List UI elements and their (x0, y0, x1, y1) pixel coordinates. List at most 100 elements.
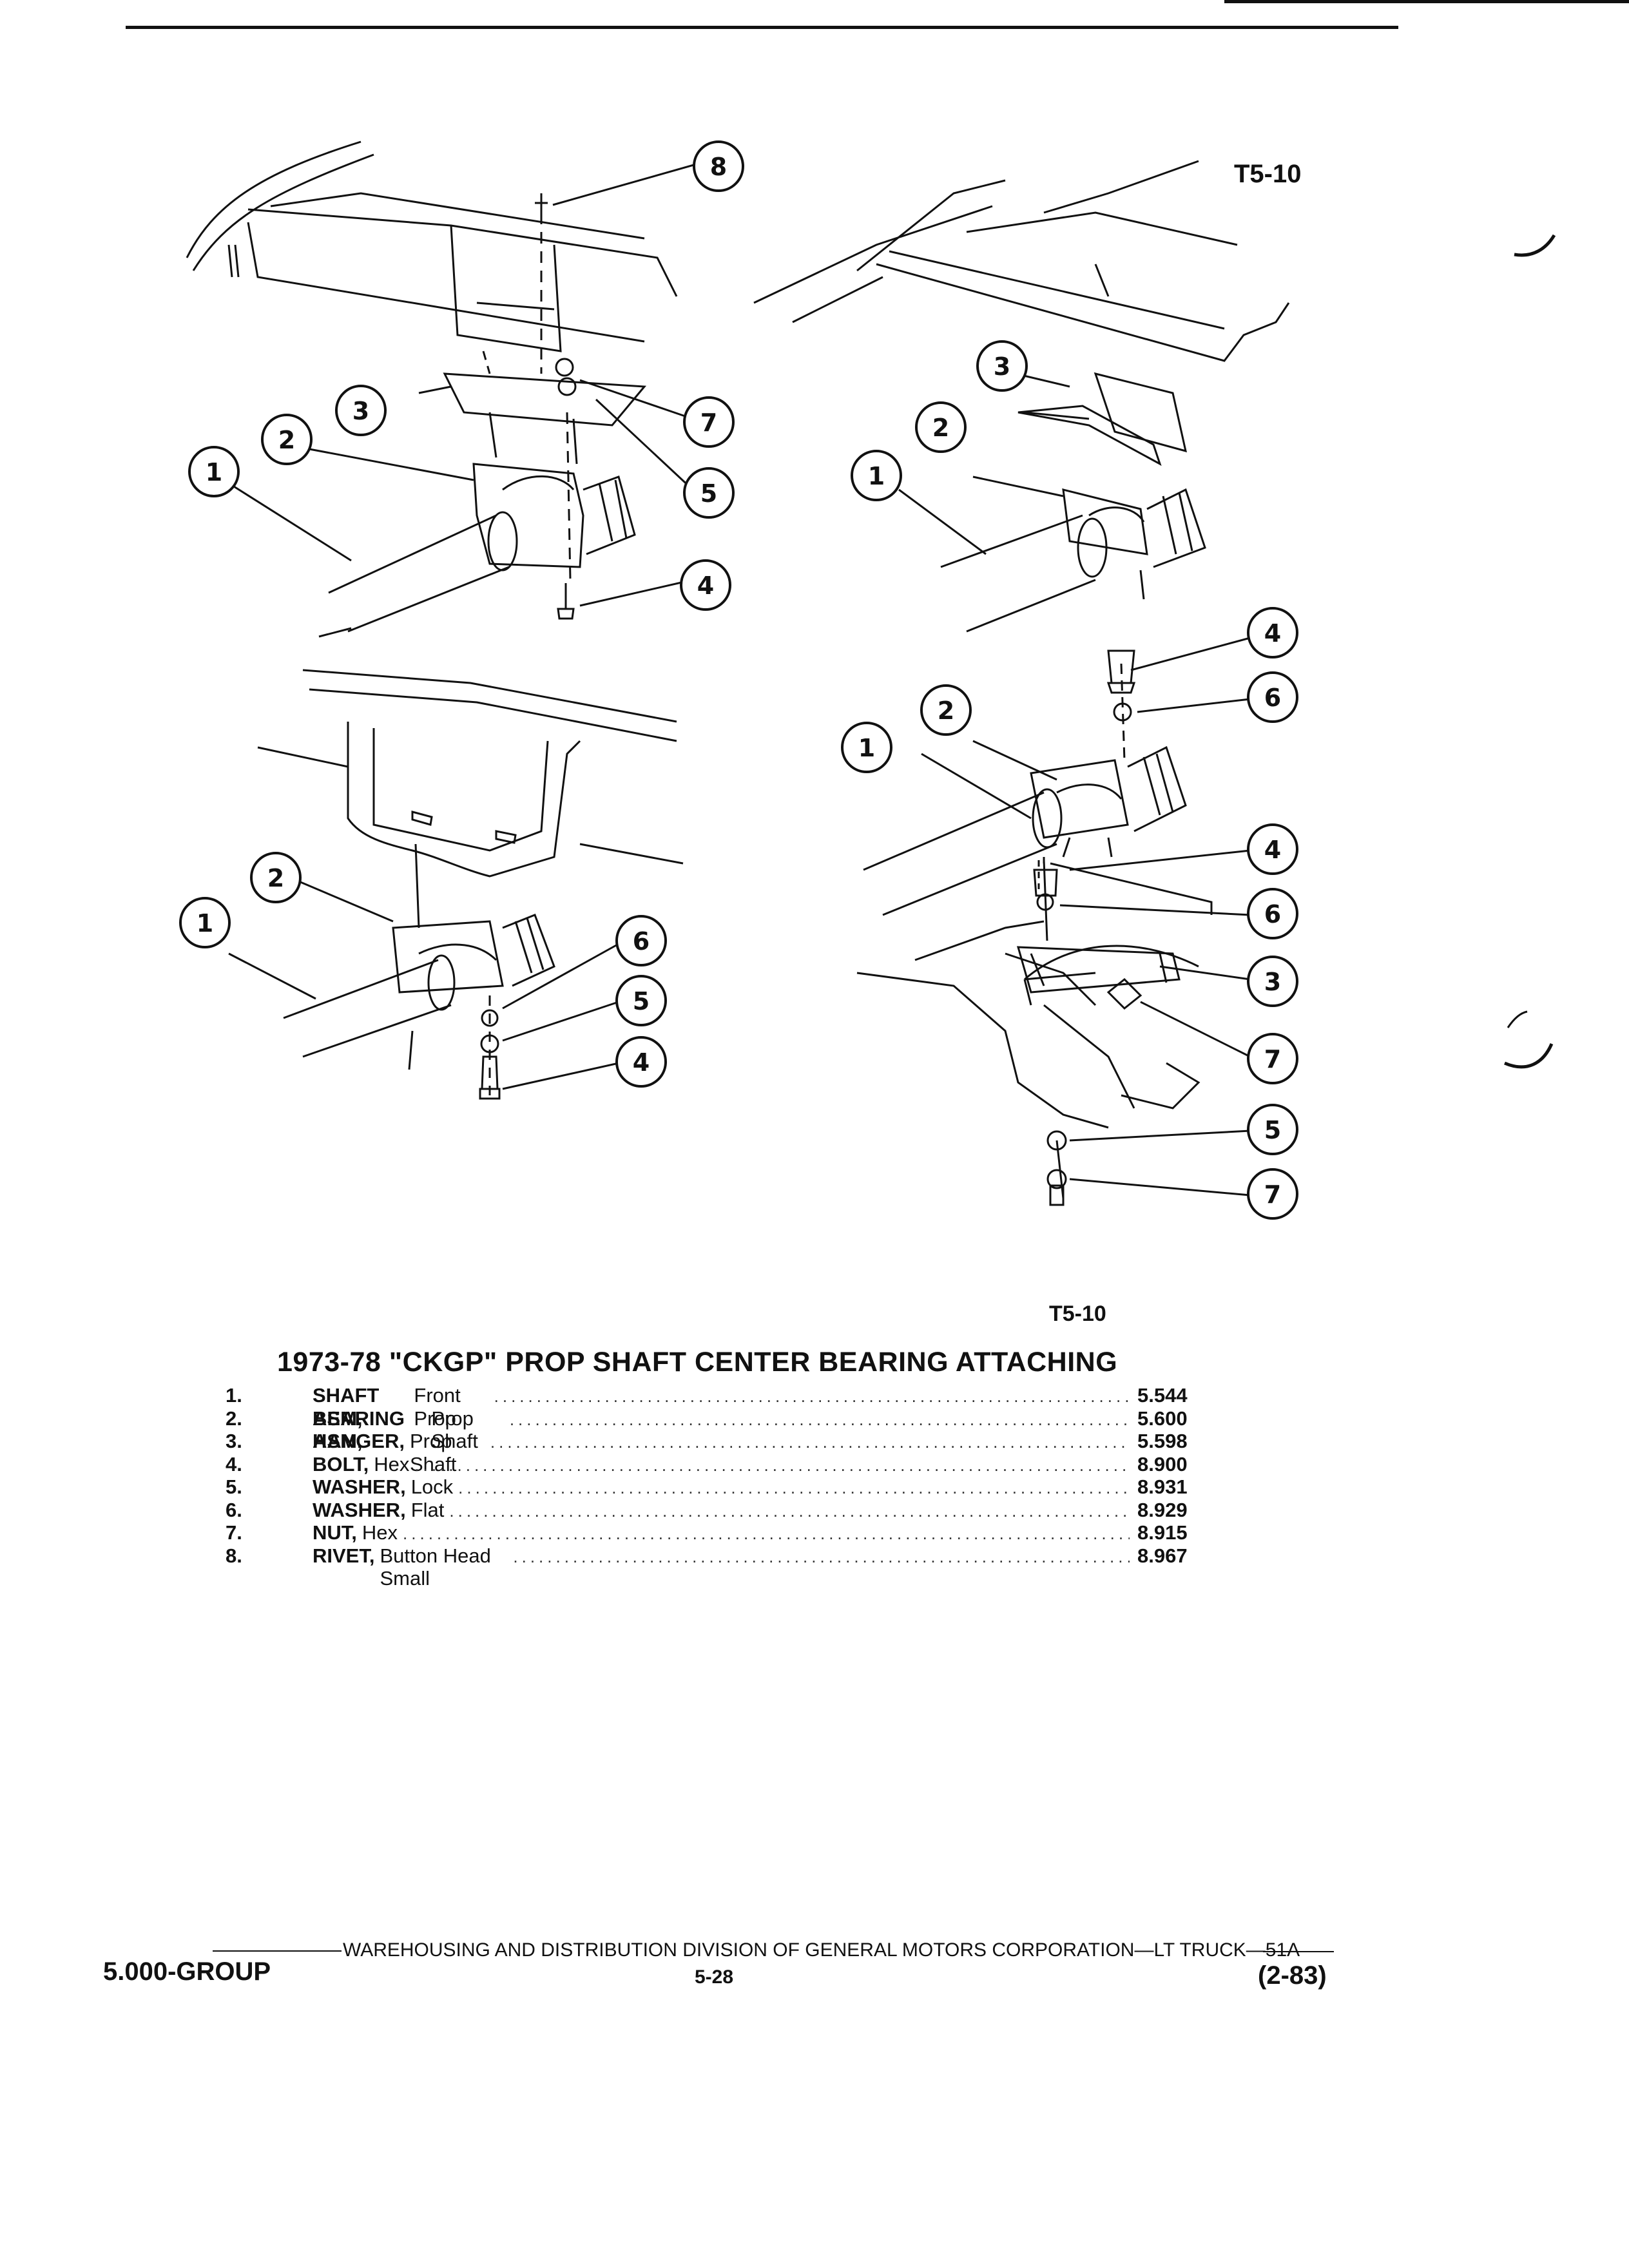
part-number: 7. (226, 1521, 242, 1544)
callout-5: 5 (1247, 1104, 1298, 1155)
callout-4: 4 (1247, 823, 1298, 875)
part-group-code: 5.598 (1137, 1430, 1188, 1452)
footer-division: WAREHOUSING AND DISTRIBUTION DIVISION OF… (213, 1939, 1300, 1961)
footer-group: 5.000-GROUP (103, 1957, 271, 1986)
callout-6-label: 6 (633, 927, 650, 956)
callout-1-label: 1 (868, 462, 885, 490)
part-description: Front Prop (414, 1384, 461, 1430)
part-number: 6. (226, 1498, 242, 1521)
callout-6-label: 6 (1264, 900, 1281, 928)
callout-8-label: 8 (710, 153, 727, 181)
callout-3: 3 (976, 340, 1028, 392)
callout-2: 2 (915, 401, 967, 453)
callout-4: 4 (615, 1036, 667, 1088)
view-top-right (753, 160, 1290, 633)
callout-1: 1 (851, 450, 902, 501)
part-number: 8. (226, 1544, 242, 1567)
part-description: Hex (361, 1521, 398, 1544)
callout-1-label: 1 (858, 734, 875, 762)
part-group-code: 8.967 (1137, 1544, 1188, 1567)
footer-revision: (2-83) (1258, 1961, 1327, 1990)
callout-2: 2 (920, 684, 972, 736)
part-name: WASHER, (313, 1475, 406, 1498)
leader-dots: ........................................… (449, 1501, 1130, 1521)
callout-5-label: 5 (1264, 1116, 1281, 1144)
callout-7: 7 (1247, 1168, 1298, 1220)
parts-row: 1. SHAFT ASM, Front Prop ...............… (226, 1384, 1224, 1430)
callout-6-label: 6 (1264, 684, 1281, 712)
part-number: 5. (226, 1475, 242, 1498)
page-title: 1973-78 "CKGP" PROP SHAFT CENTER BEARING… (277, 1347, 1118, 1378)
callout-7: 7 (683, 396, 735, 448)
callouts: 8 3 7 2 1 5 4 3 2 1 2 1 6 5 4 4 6 2 1 4 … (179, 140, 1298, 1220)
callout-1-label: 1 (206, 458, 222, 486)
callout-5-label: 5 (700, 479, 717, 508)
parts-row: 5. WASHER, Lock ........................… (226, 1475, 1224, 1499)
callout-7-label: 7 (700, 408, 717, 437)
part-name: BEARING ASM, (313, 1407, 405, 1453)
callout-4-label: 4 (1264, 836, 1281, 864)
leader-dots: ........................................… (414, 1455, 1130, 1475)
callout-4: 4 (680, 559, 731, 611)
callout-2-label: 2 (267, 864, 284, 892)
leader-dots: ........................................… (513, 1546, 1130, 1566)
leader-dots: ........................................… (494, 1387, 1130, 1406)
part-number: 1. (226, 1384, 242, 1407)
leader-dots: ........................................… (403, 1524, 1130, 1543)
footer-rule-right (1263, 1951, 1334, 1952)
view-bottom-left (228, 669, 684, 1100)
callout-1: 1 (179, 897, 231, 948)
figure-reference-top: T5-10 (1234, 160, 1302, 188)
part-description: Hex (374, 1452, 410, 1475)
callout-7-label: 7 (1264, 1045, 1281, 1073)
callout-5-label: 5 (633, 987, 650, 1015)
part-group-code: 8.931 (1137, 1475, 1188, 1498)
part-name: BOLT, (313, 1452, 369, 1475)
callout-4-label: 4 (1264, 619, 1281, 648)
part-name: NUT, (313, 1521, 357, 1544)
footer-rule-left (213, 1950, 342, 1952)
callout-2-label: 2 (278, 426, 295, 454)
part-name: SHAFT ASM, (313, 1384, 380, 1430)
callout-1: 1 (188, 446, 240, 497)
callout-3-label: 3 (1264, 968, 1281, 996)
header-rule (126, 26, 1398, 29)
part-name: RIVET, (313, 1544, 375, 1567)
view-bottom-right (856, 637, 1251, 1206)
part-number: 3. (226, 1430, 242, 1452)
callout-5: 5 (615, 975, 667, 1026)
footer-division-text: WAREHOUSING AND DISTRIBUTION DIVISION OF… (343, 1939, 1300, 1961)
callout-4-label: 4 (697, 572, 714, 600)
part-number: 4. (226, 1452, 242, 1475)
callout-6: 6 (1247, 671, 1298, 723)
callout-2: 2 (261, 414, 313, 465)
callout-3: 3 (335, 385, 387, 436)
part-name: WASHER, (313, 1498, 406, 1521)
callout-4: 4 (1247, 607, 1298, 658)
leader-dots: ........................................… (490, 1432, 1130, 1452)
part-description: Flat (410, 1498, 445, 1521)
parts-row: 6. WASHER, Flat ........................… (226, 1499, 1224, 1522)
parts-row: 4. BOLT, Hex ...........................… (226, 1453, 1224, 1476)
view-top-left (186, 140, 697, 638)
callout-2: 2 (250, 852, 302, 903)
parts-row: 2. BEARING ASM, Prop Shaft .............… (226, 1407, 1224, 1453)
parts-row: 3. HANGER, Prop Shaft ..................… (226, 1430, 1224, 1475)
part-description: Button Head Small (380, 1544, 491, 1590)
callout-2-label: 2 (938, 697, 954, 725)
callout-7: 7 (1247, 1033, 1298, 1084)
callout-4-label: 4 (633, 1048, 650, 1077)
callout-8: 8 (693, 140, 744, 192)
callout-1-label: 1 (197, 909, 213, 937)
parts-row: 7. NUT, Hex ............................… (226, 1521, 1224, 1544)
callout-2-label: 2 (932, 414, 949, 442)
parts-list: 1. SHAFT ASM, Front Prop ...............… (226, 1384, 1224, 1590)
part-group-code: 8.915 (1137, 1521, 1188, 1544)
part-group-code: 5.600 (1137, 1407, 1188, 1430)
callout-3-label: 3 (994, 352, 1010, 381)
part-description: Prop Shaft (409, 1430, 457, 1475)
callout-6: 6 (615, 915, 667, 966)
part-group-code: 8.900 (1137, 1452, 1188, 1475)
callout-5: 5 (683, 467, 735, 519)
callout-3: 3 (1247, 956, 1298, 1007)
